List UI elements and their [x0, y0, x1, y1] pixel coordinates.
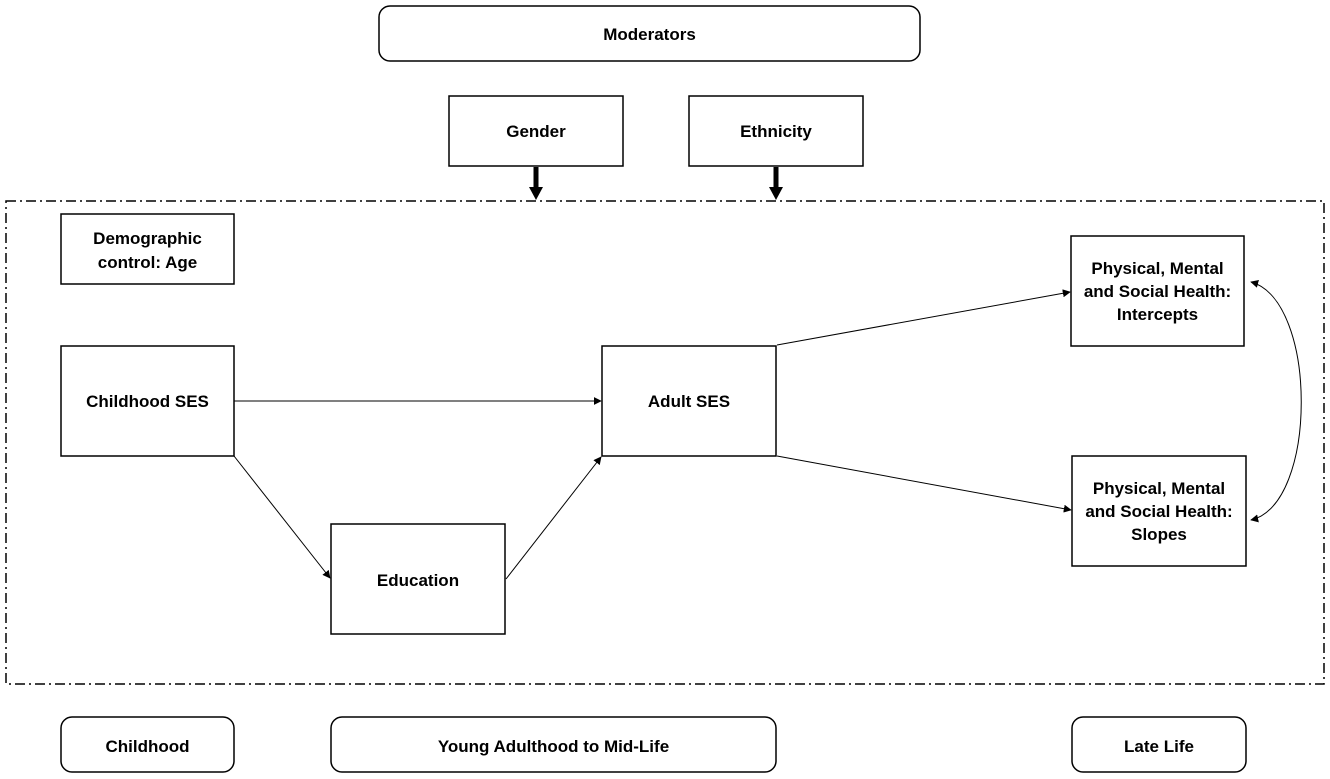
adult-ses-label: Adult SES [648, 392, 730, 411]
education-label: Education [377, 571, 459, 590]
demographic-control-line-2: control: Age [98, 253, 197, 272]
childhood-ses-label: Childhood SES [86, 392, 209, 411]
childhood-to-education-arrow [233, 455, 331, 579]
education-to-adult-ses-arrow [505, 456, 602, 580]
adult-ses-box: Adult SES [601, 345, 777, 457]
health-intercepts-line-1: Physical, Mental [1091, 259, 1223, 278]
health-intercepts-line-2: and Social Health: [1084, 282, 1231, 301]
ethnicity-moderator-arrow [769, 167, 783, 200]
education-box: Education [330, 523, 506, 635]
life-stage-late-life-label: Late Life [1124, 737, 1194, 756]
moderators-label: Moderators [603, 25, 696, 44]
life-stage-young-adulthood-box: Young Adulthood to Mid-Life [330, 716, 777, 773]
intercepts-slopes-covariance-arrow [1250, 280, 1302, 523]
model-boundary [5, 200, 1325, 685]
gender-label: Gender [506, 122, 566, 141]
health-slopes-line-1: Physical, Mental [1093, 479, 1225, 498]
health-slopes-line-2: and Social Health: [1085, 502, 1232, 521]
life-stage-late-life-box: Late Life [1071, 716, 1247, 773]
adult-ses-to-slopes-arrow [776, 455, 1072, 513]
ethnicity-label: Ethnicity [740, 122, 812, 141]
gender-moderator-arrow [529, 167, 543, 200]
demographic-control-line-1: Demographic [93, 229, 202, 248]
health-intercepts-line-3: Intercepts [1117, 305, 1198, 324]
childhood-ses-box: Childhood SES [60, 345, 235, 457]
adult-ses-to-intercepts-arrow [776, 289, 1071, 346]
demographic-control-box: Demographic control: Age [60, 213, 235, 285]
life-stage-childhood-box: Childhood [60, 716, 235, 773]
life-stage-young-adulthood-label: Young Adulthood to Mid-Life [438, 737, 669, 756]
health-slopes-box: Physical, Mental and Social Health: Slop… [1071, 455, 1247, 567]
health-slopes-line-3: Slopes [1131, 525, 1187, 544]
ethnicity-box: Ethnicity [688, 95, 864, 167]
moderators-box: Moderators [378, 5, 921, 62]
life-stage-childhood-label: Childhood [105, 737, 189, 756]
gender-box: Gender [448, 95, 624, 167]
health-intercepts-box: Physical, Mental and Social Health: Inte… [1070, 235, 1245, 347]
